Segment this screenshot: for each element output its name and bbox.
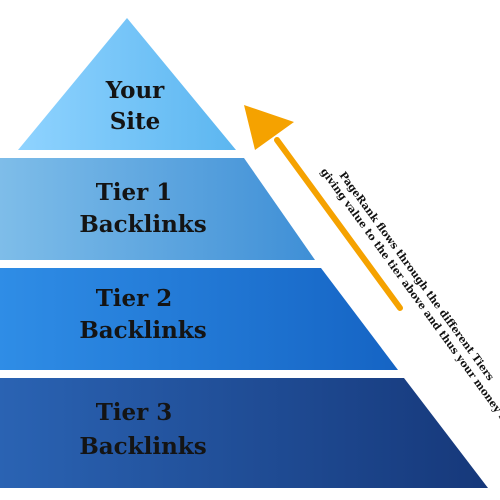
pyramid-level-tier-3: Tier 3 Backlinks [0, 378, 488, 488]
pyramid-level-tier-2-shape [0, 268, 398, 370]
pyramid-level-tier-3-shape [0, 378, 488, 488]
arrow-head [244, 105, 294, 150]
your-site-label-line1: Your [105, 77, 165, 104]
pyramid-level-tier-1: Tier 1 Backlinks [0, 158, 315, 260]
tier-1-label-line2: Backlinks [79, 211, 206, 238]
tier-1-label-line1: Tier 1 [96, 179, 173, 206]
tier-3-label-line2: Backlinks [79, 433, 206, 460]
tier-2-label-line2: Backlinks [79, 317, 206, 344]
pyramid-level-tier-1-shape [0, 158, 315, 260]
tier-3-label-line1: Tier 3 [96, 399, 173, 426]
your-site-label-line2: Site [110, 108, 161, 135]
tier-2-label-line1: Tier 2 [96, 285, 173, 312]
pyramid-level-your-site: Your Site [18, 18, 236, 150]
pyramid-level-your-site-shape [18, 18, 236, 150]
arrow-shaft [274, 137, 403, 311]
up-arrow-icon [244, 105, 403, 311]
pyramid-level-tier-2: Tier 2 Backlinks [0, 268, 398, 370]
